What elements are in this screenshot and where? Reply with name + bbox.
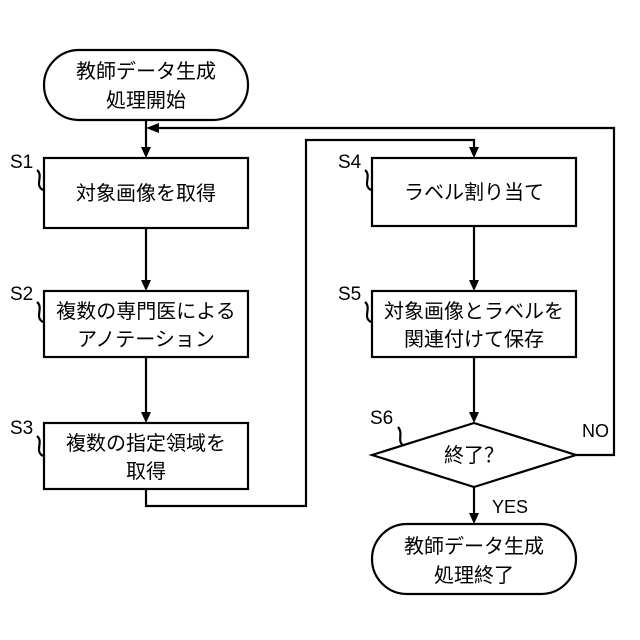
s3-leader <box>37 436 43 456</box>
s6-text: 終了？ <box>444 443 504 467</box>
arrowhead-s1 <box>141 147 151 158</box>
s2-step-label: S2 <box>10 284 33 305</box>
start-terminal-line1: 教師データ生成 <box>76 59 216 83</box>
start-terminal-line2: 処理開始 <box>106 88 186 112</box>
arrowhead-s2 <box>141 280 151 291</box>
s4-text: ラベル割り当て <box>404 180 544 204</box>
s1-step-label: S1 <box>10 152 33 173</box>
s2-text-line2: アノテーション <box>77 327 215 351</box>
s1-leader <box>37 170 43 190</box>
s5-leader <box>365 302 371 322</box>
arrowhead-end <box>469 513 479 524</box>
s6-step-label: S6 <box>370 408 393 429</box>
arrowhead-s4 <box>469 147 479 158</box>
end-terminal-line1: 教師データ生成 <box>404 534 544 558</box>
s3-step-label: S3 <box>10 418 33 439</box>
s4-leader <box>365 170 371 190</box>
s2-text-line1: 複数の専門医による <box>56 299 235 323</box>
end-terminal-line2: 処理終了 <box>434 563 514 587</box>
s2-leader <box>37 302 43 322</box>
s5-text-line2: 関連付けて保存 <box>404 327 544 351</box>
s5-step-label: S5 <box>338 284 361 305</box>
s3-text-line1: 複数の指定領域を <box>66 431 226 455</box>
s5-text-line1: 対象画像とラベルを <box>384 299 564 323</box>
s1-text: 対象画像を取得 <box>76 181 216 205</box>
s3-text-line2: 取得 <box>126 459 166 483</box>
s6-leader <box>398 427 404 446</box>
no-branch-label: NO <box>582 421 609 441</box>
yes-branch-label: YES <box>492 497 528 517</box>
arrowhead-s5 <box>469 280 479 291</box>
arrowhead-s6 <box>469 412 479 423</box>
s4-step-label: S4 <box>338 152 362 173</box>
arrowhead-no-loop <box>146 123 159 133</box>
arrowhead-s3 <box>141 412 151 423</box>
